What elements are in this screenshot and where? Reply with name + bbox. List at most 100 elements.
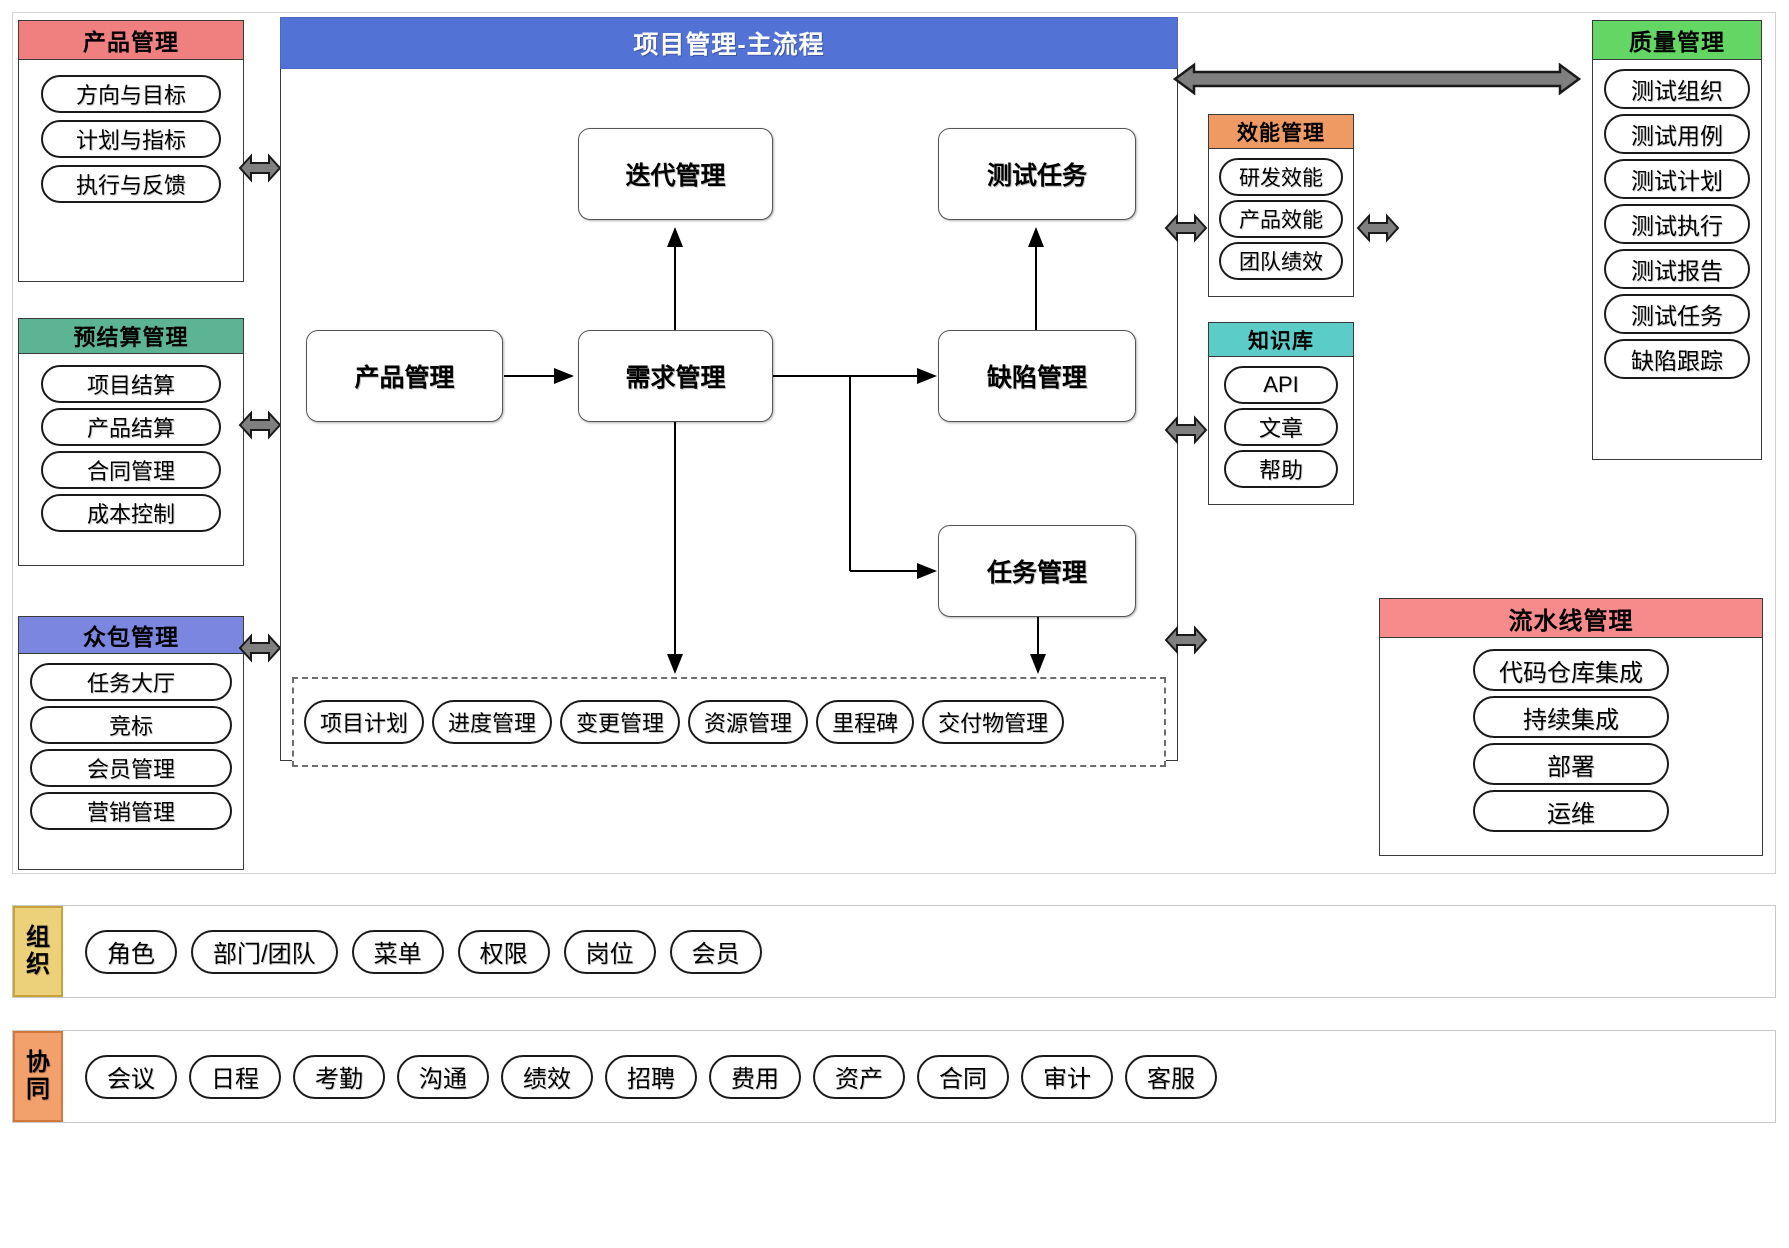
flow-node-product-label: 产品管理: [354, 364, 455, 392]
pill-cost-control[interactable]: 成本控制: [41, 494, 221, 532]
pill-recruitment[interactable]: 招聘: [605, 1054, 697, 1099]
pill-test-plan[interactable]: 测试计划: [1604, 159, 1750, 199]
pill-help[interactable]: 帮助: [1224, 450, 1338, 488]
panel-budget-settlement-management[interactable]: 预结算管理 项目结算 产品结算 合同管理 成本控制: [18, 318, 244, 566]
strip-organization: 组织 角色 部门/团队 菜单 权限 岗位 会员: [12, 905, 1776, 998]
connector-product-to-main: [238, 153, 282, 183]
flow-node-product[interactable]: 产品管理: [306, 330, 503, 422]
panel-budget-settlement-title: 预结算管理: [73, 325, 189, 350]
pill-operations[interactable]: 运维: [1473, 790, 1669, 832]
pill-product-settlement[interactable]: 产品结算: [41, 408, 221, 446]
pill-resource-management[interactable]: 资源管理: [688, 700, 809, 744]
pill-code-repo-integration[interactable]: 代码仓库集成: [1473, 649, 1669, 691]
panel-main-process-header: 项目管理-主流程: [280, 17, 1178, 69]
connector-budget-to-main: [238, 410, 282, 440]
panel-quality-management[interactable]: 质量管理 测试组织 测试用例 测试计划 测试执行 测试报告 测试任务 缺陷跟踪: [1592, 20, 1762, 460]
connector-crowdsourcing-to-main: [238, 633, 282, 663]
pill-permission[interactable]: 权限: [457, 929, 550, 974]
flow-node-task-label: 任务管理: [986, 559, 1087, 587]
pill-rd-efficiency[interactable]: 研发效能: [1219, 158, 1343, 196]
pill-plan-metrics[interactable]: 计划与指标: [41, 120, 221, 158]
flow-node-requirement-label: 需求管理: [625, 364, 726, 392]
pill-execution-feedback[interactable]: 执行与反馈: [41, 165, 221, 203]
panel-efficiency-management[interactable]: 效能管理 研发效能 产品效能 团队绩效: [1208, 114, 1354, 297]
pill-continuous-integration[interactable]: 持续集成: [1473, 696, 1669, 738]
pill-customer-service[interactable]: 客服: [1125, 1054, 1217, 1099]
panel-knowledge-title: 知识库: [1248, 329, 1314, 353]
pill-test-case[interactable]: 测试用例: [1604, 114, 1750, 154]
pill-member-management[interactable]: 会员管理: [30, 749, 232, 787]
panel-product-management-title: 产品管理: [83, 29, 179, 55]
pill-deployment[interactable]: 部署: [1473, 743, 1669, 785]
panel-efficiency-header: 效能管理: [1208, 114, 1354, 149]
panel-product-management[interactable]: 产品管理 方向与目标 计划与指标 执行与反馈: [18, 20, 244, 282]
panel-crowdsourcing-management[interactable]: 众包管理 任务大厅 竞标 会员管理 营销管理: [18, 616, 244, 870]
connector-main-to-efficiency: [1164, 213, 1208, 243]
connector-main-to-quality: [1172, 62, 1582, 96]
strip-organization-tag: 组织: [13, 906, 63, 997]
panel-knowledge-base[interactable]: 知识库 API 文章 帮助: [1208, 322, 1354, 505]
panel-budget-settlement-body: 项目结算 产品结算 合同管理 成本控制: [18, 354, 244, 566]
pill-test-execution[interactable]: 测试执行: [1604, 204, 1750, 244]
flow-connectors: [504, 227, 1046, 674]
pill-progress-management[interactable]: 进度管理: [432, 700, 553, 744]
pill-department-team[interactable]: 部门/团队: [191, 929, 338, 974]
strip-collaboration: 协同 会议 日程 考勤 沟通 绩效 招聘 费用 资产 合同 审计 客服: [12, 1030, 1776, 1123]
panel-pipeline-header: 流水线管理: [1379, 598, 1763, 638]
pill-api[interactable]: API: [1224, 366, 1338, 404]
pill-menu[interactable]: 菜单: [351, 929, 444, 974]
pill-project-plan[interactable]: 项目计划: [304, 700, 425, 744]
pill-product-efficiency[interactable]: 产品效能: [1219, 200, 1343, 238]
pill-test-report[interactable]: 测试报告: [1604, 249, 1750, 289]
panel-pipeline-management[interactable]: 流水线管理 代码仓库集成 持续集成 部署 运维: [1379, 598, 1763, 856]
flow-node-test-task[interactable]: 测试任务: [938, 128, 1136, 220]
panel-product-management-body: 方向与目标 计划与指标 执行与反馈: [18, 60, 244, 282]
connector-main-to-knowledge: [1164, 415, 1208, 445]
pill-meeting[interactable]: 会议: [85, 1054, 177, 1099]
pill-audit[interactable]: 审计: [1021, 1054, 1113, 1099]
strip-organization-items: 角色 部门/团队 菜单 权限 岗位 会员: [63, 906, 1775, 997]
flow-node-iteration[interactable]: 迭代管理: [578, 128, 773, 220]
pill-article[interactable]: 文章: [1224, 408, 1338, 446]
pill-task-hall[interactable]: 任务大厅: [30, 663, 232, 701]
pill-bidding[interactable]: 竞标: [30, 706, 232, 744]
pill-marketing-management[interactable]: 营销管理: [30, 792, 232, 830]
pill-deliverable-management[interactable]: 交付物管理: [922, 700, 1065, 744]
panel-crowdsourcing-body: 任务大厅 竞标 会员管理 营销管理: [18, 654, 244, 870]
panel-knowledge-body: API 文章 帮助: [1208, 357, 1354, 505]
pill-contract-management[interactable]: 合同管理: [41, 451, 221, 489]
flow-node-defect[interactable]: 缺陷管理: [938, 330, 1136, 422]
pill-direction-goal[interactable]: 方向与目标: [41, 75, 221, 113]
panel-crowdsourcing-header: 众包管理: [18, 616, 244, 654]
strip-organization-tag-label: 组织: [26, 923, 50, 978]
panel-pipeline-title: 流水线管理: [1508, 607, 1634, 635]
connector-efficiency-to-quality: [1356, 213, 1400, 243]
pill-performance[interactable]: 绩效: [501, 1054, 593, 1099]
strip-collaboration-tag: 协同: [13, 1031, 63, 1122]
pill-schedule[interactable]: 日程: [189, 1054, 281, 1099]
pill-expense[interactable]: 费用: [709, 1054, 801, 1099]
pill-milestone[interactable]: 里程碑: [816, 700, 915, 744]
pill-member[interactable]: 会员: [669, 929, 762, 974]
pill-contract[interactable]: 合同: [917, 1054, 1009, 1099]
pill-attendance[interactable]: 考勤: [293, 1054, 385, 1099]
pill-asset[interactable]: 资产: [813, 1054, 905, 1099]
panel-quality-body: 测试组织 测试用例 测试计划 测试执行 测试报告 测试任务 缺陷跟踪: [1592, 60, 1762, 460]
pill-communication[interactable]: 沟通: [397, 1054, 489, 1099]
main-process-title: 项目管理-主流程: [633, 31, 825, 59]
pill-test-organization[interactable]: 测试组织: [1604, 69, 1750, 109]
pill-role[interactable]: 角色: [85, 929, 177, 974]
pill-change-management[interactable]: 变更管理: [560, 700, 681, 744]
flow-node-task[interactable]: 任务管理: [938, 525, 1136, 617]
panel-knowledge-header: 知识库: [1208, 322, 1354, 357]
connector-main-to-pipeline: [1164, 625, 1208, 655]
pill-defect-tracking[interactable]: 缺陷跟踪: [1604, 339, 1750, 379]
flow-node-requirement[interactable]: 需求管理: [578, 330, 773, 422]
pill-project-settlement[interactable]: 项目结算: [41, 365, 221, 403]
pill-team-performance[interactable]: 团队绩效: [1219, 242, 1343, 280]
pill-test-task[interactable]: 测试任务: [1604, 294, 1750, 334]
panel-product-management-header: 产品管理: [18, 20, 244, 60]
flow-node-iteration-label: 迭代管理: [625, 162, 726, 190]
panel-efficiency-body: 研发效能 产品效能 团队绩效: [1208, 149, 1354, 297]
pill-position[interactable]: 岗位: [563, 929, 656, 974]
